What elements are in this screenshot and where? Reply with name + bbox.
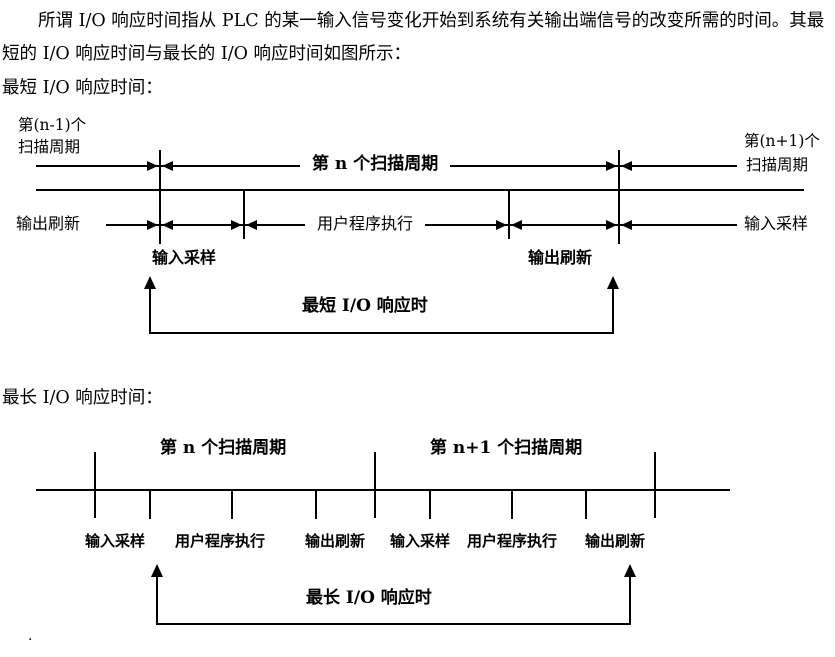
cycle-boundary-right: [618, 150, 620, 244]
phase-tick: [243, 189, 245, 239]
phase-label: 用户程序执行: [467, 532, 558, 550]
phase-tick: [508, 189, 510, 239]
longest-heading: 最长 I/O 响应时间：: [2, 388, 163, 408]
phase-tick: [231, 489, 233, 519]
arrowhead-left: [246, 220, 257, 230]
cycle-n-plus-1-label: 第 n+1 个扫描周期: [430, 438, 583, 458]
longest-response-label: 最长 I/O 响应时: [306, 588, 432, 608]
prev-cycle-label-line1: 第(n-1)个: [18, 116, 87, 134]
timeline-axis: [36, 189, 804, 191]
arrowhead-left: [162, 161, 173, 171]
cycle-n-label: 第 n 个扫描周期: [300, 154, 451, 176]
shortest-heading: 最短 I/O 响应时间：: [2, 78, 163, 98]
arrowhead-right: [496, 220, 507, 230]
trailing-mark: ·: [28, 632, 33, 648]
shortest-response-label: 最短 I/O 响应时: [302, 296, 428, 316]
bracket-base: [156, 623, 631, 625]
phase-label: 输入采样: [85, 532, 146, 550]
arrowhead-right: [147, 220, 158, 230]
phase-tick: [149, 489, 151, 519]
phase-tick: [585, 489, 587, 519]
prev-cycle-label-line2: 扫描周期: [18, 138, 81, 156]
bracket-right-tail: [612, 288, 614, 334]
cycle-boundary: [654, 452, 656, 518]
timeline-axis: [36, 489, 730, 491]
arrowhead-left: [162, 220, 173, 230]
bracket-left-tail: [156, 576, 158, 625]
arrowhead-left: [511, 220, 522, 230]
output-refresh-marker: 输出刷新: [528, 248, 593, 267]
cycle-boundary: [374, 452, 376, 518]
arrowhead-up: [151, 564, 163, 577]
arrowhead-up: [607, 276, 619, 289]
bracket-right-tail: [629, 576, 631, 625]
longest-response-diagram: 第 n 个扫描周期 第 n+1 个扫描周期 输入采样 用户程序执行 输出刷新 输…: [0, 430, 835, 657]
arrowhead-right: [147, 161, 158, 171]
cycle-boundary-left: [159, 150, 161, 244]
bracket-left-tail: [149, 288, 151, 334]
input-sampling-marker: 输入采样: [152, 248, 217, 267]
phase-label: 输出刷新: [585, 532, 646, 550]
arrowhead-right: [606, 220, 617, 230]
phase-tick: [511, 489, 513, 519]
next-cycle-label-line2: 扫描周期: [746, 156, 809, 174]
arrowhead-left: [621, 161, 632, 171]
shortest-response-diagram: 第(n-1)个 扫描周期 第(n+1)个 扫描周期 第 n 个扫描周期 输出刷新…: [0, 110, 835, 365]
cycle-n-label: 第 n 个扫描周期: [160, 438, 287, 458]
arrowhead-left: [621, 220, 632, 230]
cycle-boundary: [94, 452, 96, 518]
phase-label: 输入采样: [390, 532, 451, 550]
next-cycle-label-line1: 第(n+1)个: [744, 132, 820, 150]
input-sampling-right-label: 输入采样: [744, 214, 809, 233]
user-program-label: 用户程序执行: [305, 214, 426, 234]
phase-label: 输出刷新: [305, 532, 366, 550]
phase-tick: [429, 489, 431, 519]
bracket-base: [149, 332, 614, 334]
phase-label: 用户程序执行: [175, 532, 266, 550]
arrowhead-right: [231, 220, 242, 230]
phase-tick: [315, 489, 317, 519]
intro-paragraph: 所谓 I/O 响应时间指从 PLC 的某一输入信号变化开始到系统有关输出端信号的…: [2, 11, 825, 64]
arrowhead-right: [606, 161, 617, 171]
output-refresh-left-label: 输出刷新: [16, 214, 81, 233]
arrowhead-up: [624, 564, 636, 577]
arrowhead-up: [144, 276, 156, 289]
